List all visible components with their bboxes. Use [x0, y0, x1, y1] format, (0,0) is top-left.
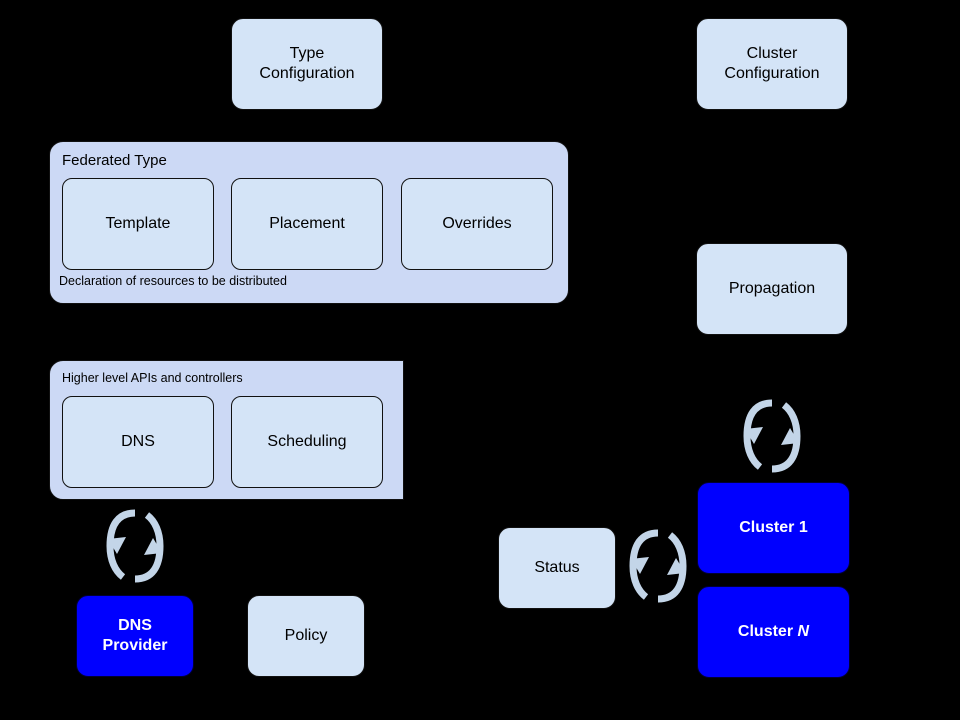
- cluster-1-suffix: 1: [798, 519, 808, 536]
- type-configuration-line1: Type: [289, 45, 325, 62]
- dns-label: DNS: [121, 433, 155, 450]
- node-placement[interactable]: Placement: [231, 178, 383, 270]
- panel-federated-type-label: Federated Type: [62, 152, 167, 169]
- sync-loop-icon-dns: [106, 509, 164, 583]
- node-overrides[interactable]: Overrides: [401, 178, 553, 270]
- node-type-configuration[interactable]: Type Configuration: [231, 18, 383, 110]
- cluster-1-prefix: Cluster: [739, 519, 799, 536]
- cluster-n-prefix: Cluster: [737, 623, 798, 640]
- sync-loop-icon-cluster: [743, 399, 801, 473]
- scheduling-label: Scheduling: [267, 433, 347, 450]
- dns-provider-line2: Provider: [102, 637, 168, 654]
- node-cluster-configuration[interactable]: Cluster Configuration: [696, 18, 848, 110]
- overrides-label: Overrides: [442, 215, 512, 232]
- node-template[interactable]: Template: [62, 178, 214, 270]
- cluster-configuration-line2: Configuration: [724, 65, 820, 82]
- node-dns[interactable]: DNS: [62, 396, 214, 488]
- propagation-label: Propagation: [728, 280, 816, 297]
- panel-federated-type-caption: Declaration of resources to be distribut…: [59, 274, 287, 288]
- node-scheduling[interactable]: Scheduling: [231, 396, 383, 488]
- type-configuration-line2: Configuration: [259, 65, 355, 82]
- node-cluster-n[interactable]: Cluster N: [697, 586, 850, 678]
- sync-loop-icon-status: [629, 529, 687, 603]
- dns-provider-line1: DNS: [118, 617, 152, 634]
- node-cluster-1[interactable]: Cluster 1: [697, 482, 850, 574]
- template-label: Template: [105, 215, 171, 232]
- node-policy[interactable]: Policy: [247, 595, 365, 677]
- cluster-n-suffix: N: [797, 623, 810, 640]
- node-dns-provider[interactable]: DNS Provider: [76, 595, 194, 677]
- status-label: Status: [534, 559, 580, 576]
- placement-label: Placement: [269, 215, 345, 232]
- node-status[interactable]: Status: [498, 527, 616, 609]
- panel-higher-level-label: Higher level APIs and controllers: [62, 371, 243, 385]
- cluster-configuration-line1: Cluster: [746, 45, 798, 62]
- policy-label: Policy: [284, 627, 328, 644]
- node-propagation[interactable]: Propagation: [696, 243, 848, 335]
